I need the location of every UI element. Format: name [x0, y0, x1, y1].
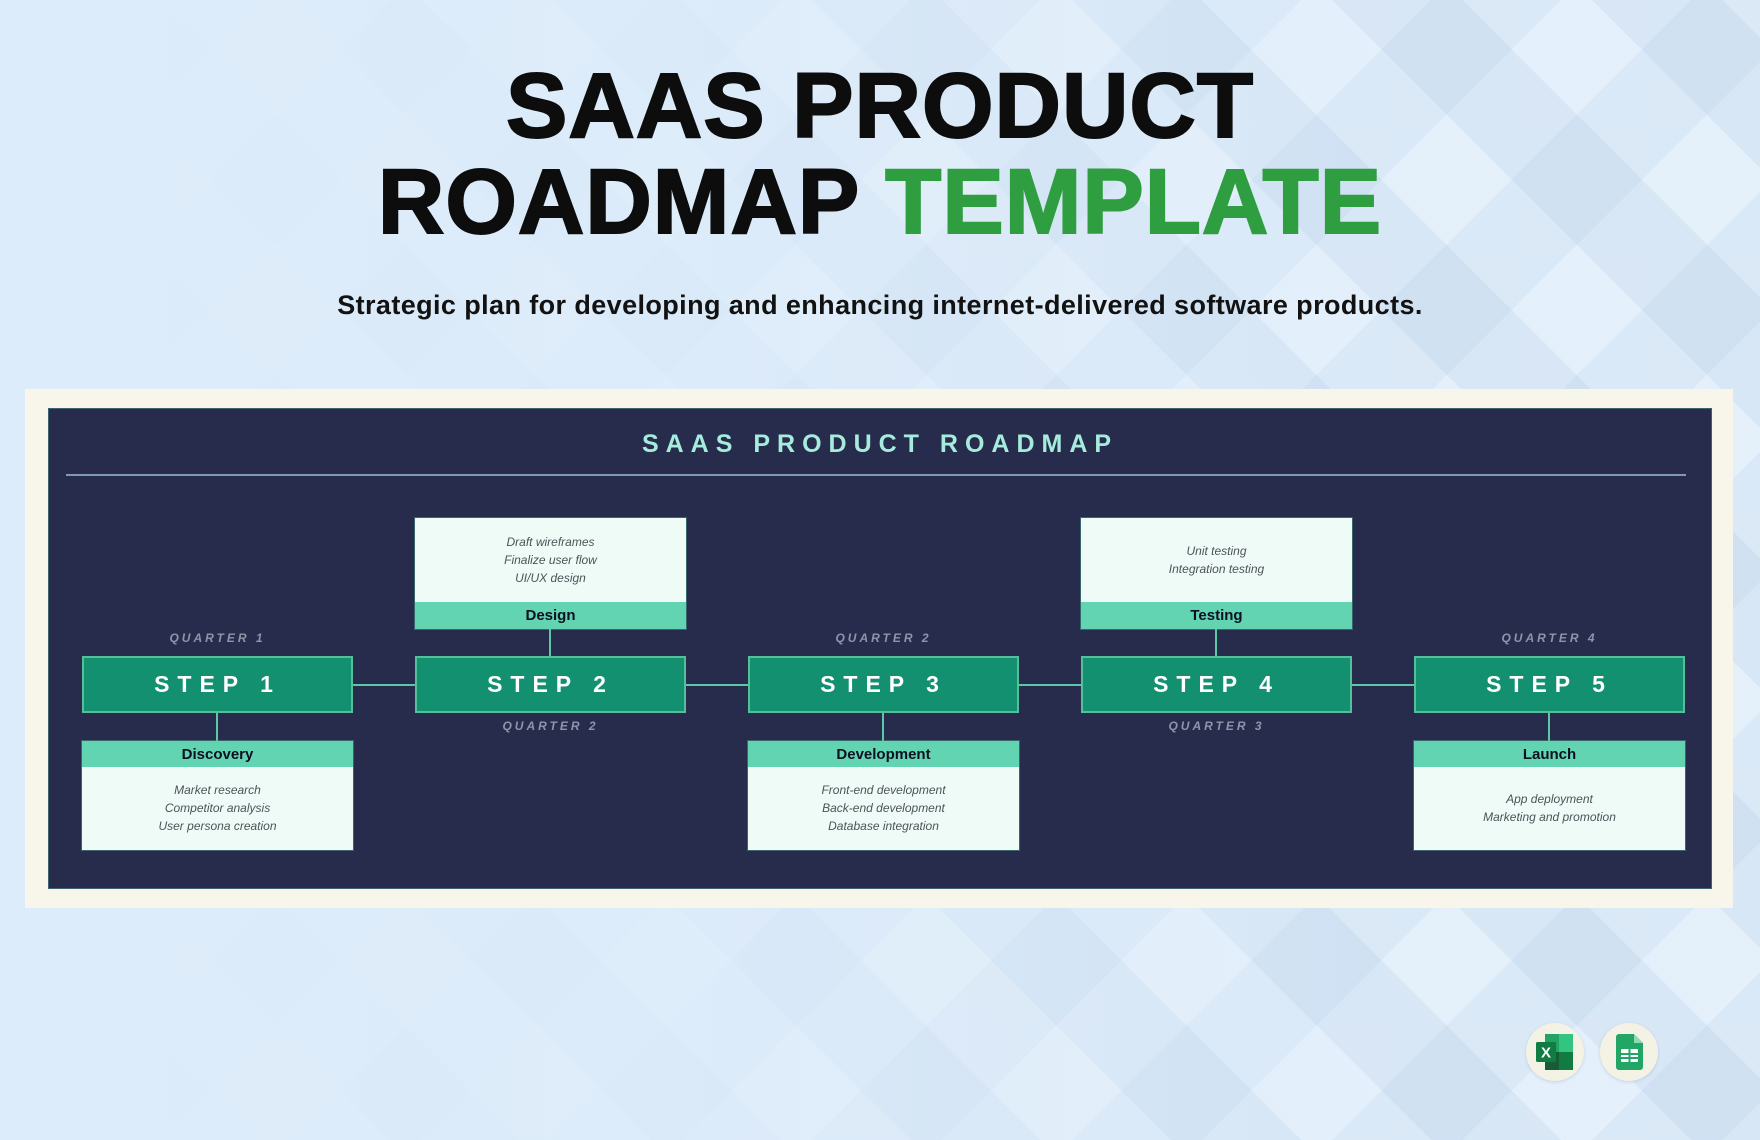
launch-card-body: App deployment Marketing and promotion — [1414, 767, 1685, 850]
task-item: Competitor analysis — [164, 801, 271, 815]
testing-card: Unit testing Integration testing Testing — [1080, 517, 1353, 630]
task-item: App deployment — [1506, 792, 1593, 806]
task-item: Marketing and promotion — [1483, 810, 1616, 824]
page-subtitle: Strategic plan for developing and enhanc… — [337, 290, 1423, 320]
roadmap-board: SAAS PRODUCT ROADMAP QUARTER 1 STEP 1 Di… — [48, 408, 1712, 889]
page-title-roadmap: ROADMAP — [377, 151, 859, 253]
excel-icon: X — [1536, 1034, 1573, 1070]
step-2-box: STEP 2 — [415, 656, 686, 713]
step-1-box: STEP 1 — [82, 656, 353, 713]
board-frame: SAAS PRODUCT ROADMAP QUARTER 1 STEP 1 Di… — [25, 389, 1733, 908]
connector-step4-step5 — [1352, 684, 1414, 686]
task-item: UI/UX design — [515, 570, 586, 585]
task-item: Front-end development — [821, 783, 946, 797]
connector-step1-step2 — [353, 684, 415, 686]
quarter-label-1: QUARTER 1 — [169, 631, 266, 645]
task-item: Draft wireframes — [506, 534, 595, 549]
quarter-label-4: QUARTER 3 — [1168, 719, 1265, 733]
excel-format-badge[interactable]: X — [1526, 1023, 1584, 1081]
task-item: Back-end development — [822, 801, 945, 815]
page-title-line1: SAAS PRODUCT — [505, 55, 1255, 157]
google-sheets-format-badge[interactable] — [1600, 1023, 1658, 1081]
design-card: Draft wireframes Finalize user flow UI/U… — [414, 517, 687, 630]
page-title-line2: ROADMAP TEMPLATE — [0, 151, 1760, 253]
design-card-body: Draft wireframes Finalize user flow UI/U… — [415, 518, 686, 602]
board-title: SAAS PRODUCT ROADMAP — [641, 430, 1119, 458]
page-title-template-accent: TEMPLATE — [884, 151, 1383, 253]
step-4-box: STEP 4 — [1081, 656, 1352, 713]
testing-card-body: Unit testing Integration testing — [1081, 518, 1352, 602]
connector-testing-step4 — [1215, 629, 1217, 656]
step-3-box: STEP 3 — [748, 656, 1019, 713]
google-sheets-icon — [1615, 1034, 1643, 1070]
design-card-title: Design — [415, 602, 686, 629]
development-card-body: Front-end development Back-end developme… — [748, 767, 1019, 850]
step-5-box: STEP 5 — [1414, 656, 1685, 713]
connector-step3-step4 — [1019, 684, 1081, 686]
connector-step5-launch — [1548, 713, 1550, 741]
task-item: Unit testing — [1186, 543, 1247, 558]
discovery-card: Discovery Market research Competitor ana… — [81, 740, 354, 851]
task-item: User persona creation — [158, 819, 277, 833]
connector-design-step2 — [549, 629, 551, 656]
task-item: Market research — [174, 783, 261, 797]
quarter-label-2: QUARTER 2 — [502, 719, 599, 733]
testing-card-title: Testing — [1081, 602, 1352, 629]
discovery-card-title: Discovery — [82, 741, 353, 767]
connector-step1-discovery — [216, 713, 218, 741]
connector-step3-development — [882, 713, 884, 741]
development-card: Development Front-end development Back-e… — [747, 740, 1020, 851]
quarter-label-3: QUARTER 2 — [835, 631, 932, 645]
quarter-label-5: QUARTER 4 — [1501, 631, 1598, 645]
excel-x-label: X — [1541, 1045, 1551, 1062]
page-title: SAAS PRODUCT ROADMAP TEMPLATE — [0, 55, 1760, 253]
board-title-divider — [66, 474, 1686, 476]
connector-step2-step3 — [686, 684, 748, 686]
launch-card-title: Launch — [1414, 741, 1685, 767]
task-item: Database integration — [828, 819, 939, 833]
launch-card: Launch App deployment Marketing and prom… — [1413, 740, 1686, 851]
task-item: Finalize user flow — [504, 552, 597, 567]
task-item: Integration testing — [1168, 561, 1265, 576]
development-card-title: Development — [748, 741, 1019, 767]
discovery-card-body: Market research Competitor analysis User… — [82, 767, 353, 850]
